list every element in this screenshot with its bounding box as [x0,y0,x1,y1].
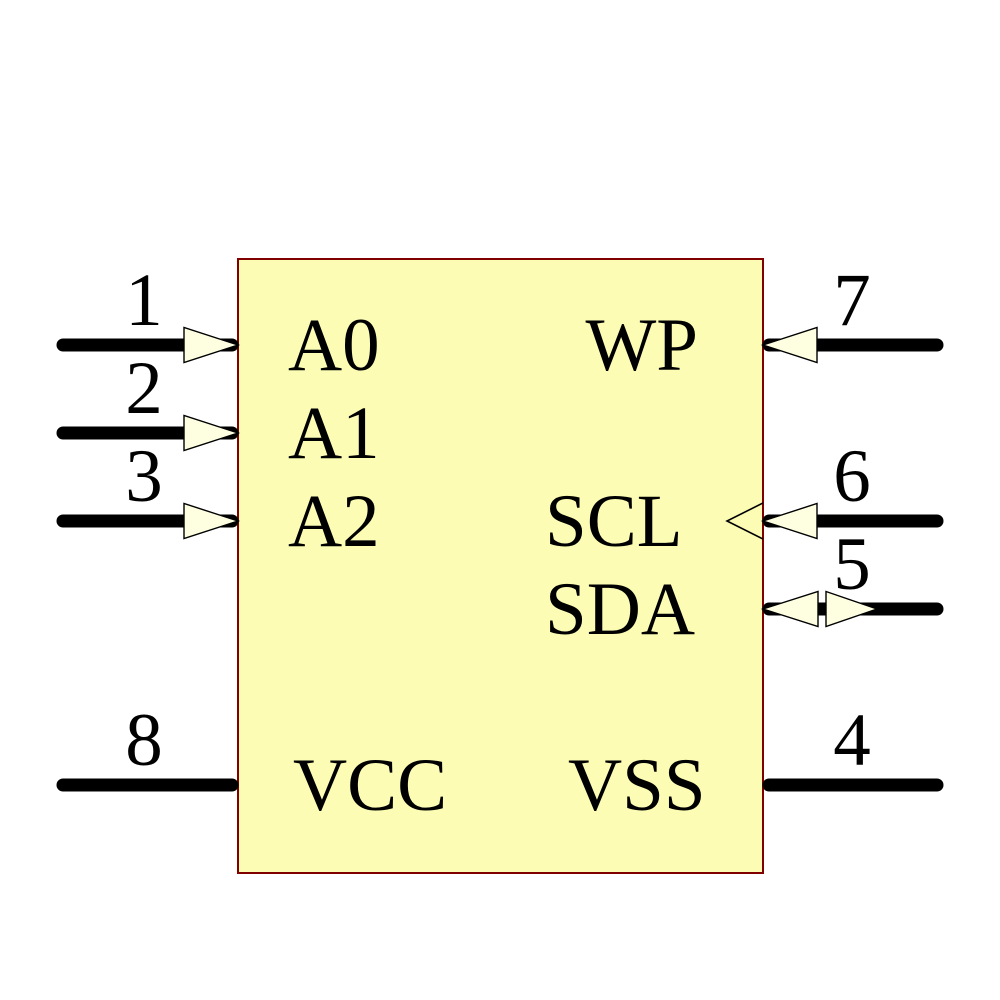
pin-1-input-arrow-icon [183,326,241,364]
pin-number-1: 1 [125,258,163,342]
pin-number-4: 4 [833,698,871,782]
pin-name-a2: A2 [288,479,380,563]
pin-name-a0: A0 [288,303,380,387]
pin-number-8: 8 [125,698,163,782]
pin-name-a1: A1 [288,391,380,475]
pin-number-6: 6 [833,434,871,518]
pin-7-input-arrow-icon [760,326,818,364]
pin-5-in-arrow-icon [760,590,819,628]
pin-name-scl: SCL [545,479,683,563]
pin-5-out-arrow-icon [825,590,880,628]
pin-name-sda: SDA [545,567,696,651]
pin-name-vcc: VCC [293,743,448,827]
pin-name-wp: WP [585,303,699,387]
pin-number-7: 7 [833,258,871,342]
pin-number-2: 2 [125,346,163,430]
pin-2-input-arrow-icon [183,414,241,452]
pin-6-inner-chevron-icon [725,502,764,540]
pin-name-vss: VSS [568,743,706,827]
pin-3-input-arrow-icon [183,502,241,540]
pin-number-3: 3 [125,434,163,518]
pin-6-input-arrow-icon [760,502,818,540]
ic-body [237,258,764,874]
pin-number-5: 5 [833,522,871,606]
